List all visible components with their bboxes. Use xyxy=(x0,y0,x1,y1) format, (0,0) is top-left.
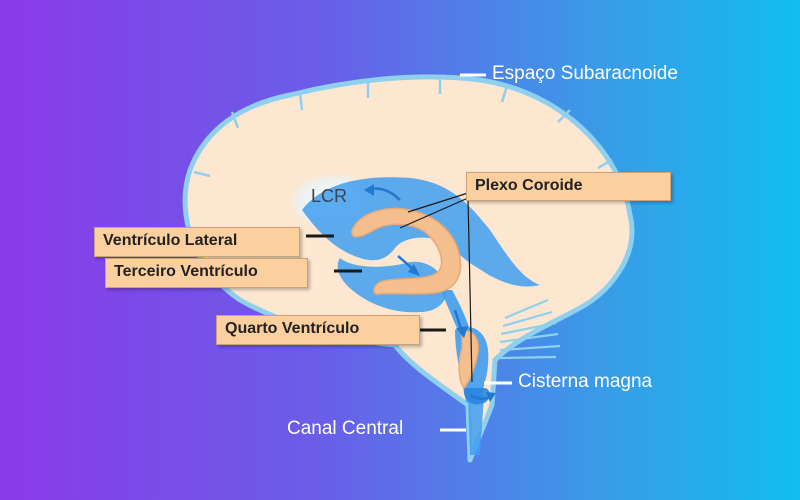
choroid-plexus-label: Plexo Coroide xyxy=(466,172,671,201)
central-canal-label: Canal Central xyxy=(287,418,404,439)
central-canal-shape xyxy=(468,395,484,455)
choroid-plexus-upper xyxy=(351,207,462,295)
leader-lines xyxy=(399,192,473,383)
pointer-ticks xyxy=(306,234,446,332)
cerebellum-folia xyxy=(499,298,561,360)
third-ventricle-label: Terceiro Ventrículo xyxy=(105,258,308,288)
lcr-label: LCR xyxy=(311,186,348,206)
lateral-ventricle-label: Ventrículo Lateral xyxy=(94,227,300,257)
subarachnoid-space-label: Espaço Subaracnoide xyxy=(492,63,678,84)
csf-flow-arrows xyxy=(364,184,496,402)
lateral-ventricle-shape xyxy=(302,177,540,287)
external-pointer-lines xyxy=(440,73,512,432)
cisterna-magna-label: Cisterna magna xyxy=(518,371,653,392)
fourth-ventricle-label: Quarto Ventrículo xyxy=(216,315,420,345)
